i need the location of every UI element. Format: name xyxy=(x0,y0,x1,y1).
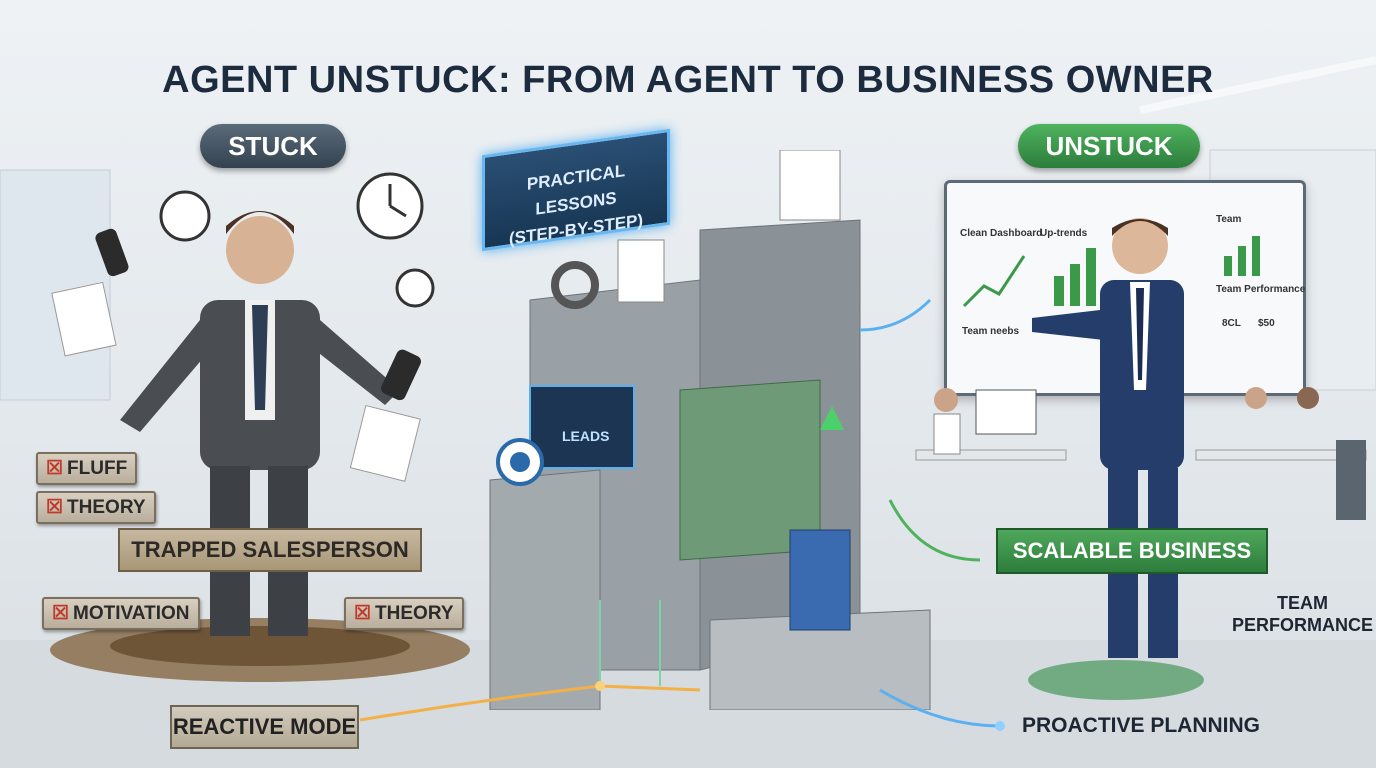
kpi-value: $50 xyxy=(1258,318,1275,329)
business-owner-illustration xyxy=(1028,218,1204,700)
x-mark-icon: ☒ xyxy=(46,458,64,479)
sign-fluff: ☒FLUFF xyxy=(36,452,138,485)
kpi-value: 8CL xyxy=(1222,318,1241,329)
stuck-badge: STUCK xyxy=(200,124,346,168)
office-workers-illustration xyxy=(915,387,1367,520)
page-title: AGENT UNSTUCK: FROM AGENT TO BUSINESS OW… xyxy=(162,59,1214,102)
x-mark-icon: ☒ xyxy=(46,497,64,518)
proactive-planning-label: PROACTIVE PLANNING xyxy=(1022,714,1261,737)
dashboard-panel-title: Clean Dashboard xyxy=(960,228,1043,239)
dashboard-panel-title: Up-trends xyxy=(1040,228,1088,239)
sign-motivation: ☒MOTIVATION xyxy=(42,597,200,630)
x-mark-icon: ☒ xyxy=(52,603,70,624)
sign-label: THEORY xyxy=(375,603,454,624)
dashboard-panel-title: Team xyxy=(1216,214,1242,225)
trapped-salesperson-banner: TRAPPED SALESPERSON xyxy=(118,528,422,572)
reactive-mode-label: REACTIVE MODE xyxy=(170,705,359,749)
unstuck-badge: UNSTUCK xyxy=(1018,124,1200,168)
team-performance-line-2: PERFORMANCE xyxy=(1232,615,1374,635)
leads-monitor-label: LEADS xyxy=(562,428,610,444)
sign-label: THEORY xyxy=(67,497,146,518)
team-performance-label: TEAM PERFORMANCE xyxy=(1232,592,1373,636)
sign-label: FLUFF xyxy=(67,458,128,479)
scalable-business-banner: SCALABLE BUSINESS xyxy=(996,528,1268,574)
sign-label: MOTIVATION xyxy=(73,603,190,624)
sign-theory-2: ☒THEORY xyxy=(344,597,464,630)
uptrend-charts xyxy=(962,236,1260,308)
staircase-illustration xyxy=(489,150,931,710)
sign-theory: ☒THEORY xyxy=(36,491,156,524)
team-performance-line-1: TEAM xyxy=(1277,593,1328,613)
dashboard-panel-title: Team neebs xyxy=(962,326,1020,337)
x-mark-icon: ☒ xyxy=(354,603,372,624)
dashboard-panel-title: Team Performance xyxy=(1216,284,1306,295)
